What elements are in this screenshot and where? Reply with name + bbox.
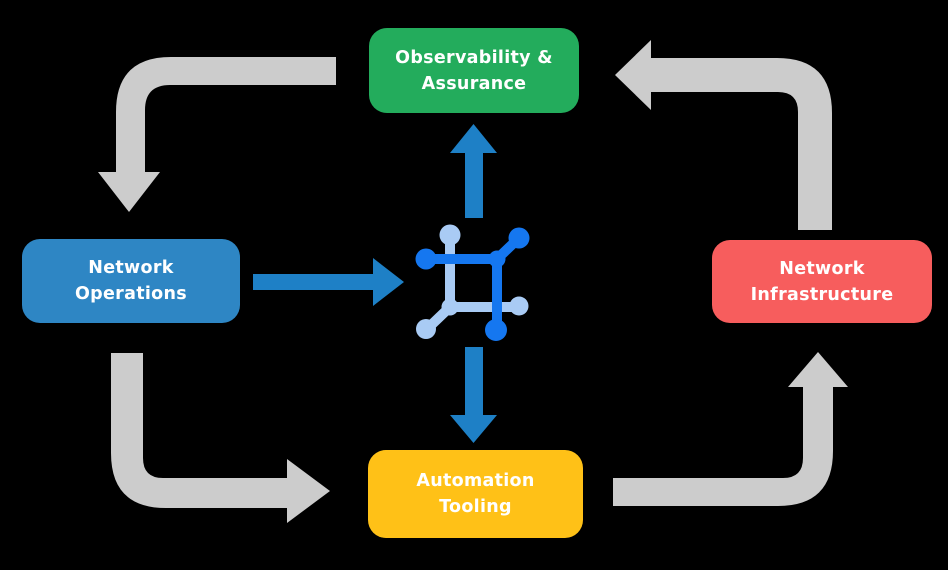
mesh-corner — [488, 250, 506, 268]
cycle-arrow-operations-to-tooling — [111, 353, 330, 523]
node-label: Network Infrastructure — [750, 258, 894, 305]
mesh-node — [416, 319, 436, 339]
mesh-node — [485, 319, 507, 341]
node-network-operations: Network Operations — [22, 239, 240, 323]
hub-arrow-down-to-tooling — [450, 347, 497, 443]
mesh-node — [509, 296, 529, 316]
node-automation-tooling: Automation Tooling — [368, 450, 583, 538]
cycle-arrow-infrastructure-to-observability — [615, 40, 832, 230]
node-label: Network Operations — [75, 258, 187, 304]
cycle-arrow-observability-to-operations — [98, 57, 336, 212]
hub-arrow-up-to-observability — [450, 124, 497, 218]
node-observability-assurance: Observability & Assurance — [369, 28, 579, 113]
node-label: Automation Tooling — [416, 471, 535, 517]
mesh-node — [415, 248, 437, 270]
network-mesh-icon — [415, 224, 530, 341]
cycle-arrow-tooling-to-infrastructure — [613, 352, 848, 506]
node-label: Observability & Assurance — [395, 47, 553, 94]
node-network-infrastructure: Network Infrastructure — [712, 240, 932, 323]
mesh-node — [508, 227, 530, 249]
mesh-node — [439, 224, 461, 246]
hub-arrow-from-operations — [253, 258, 404, 306]
mesh-corner — [441, 298, 459, 316]
